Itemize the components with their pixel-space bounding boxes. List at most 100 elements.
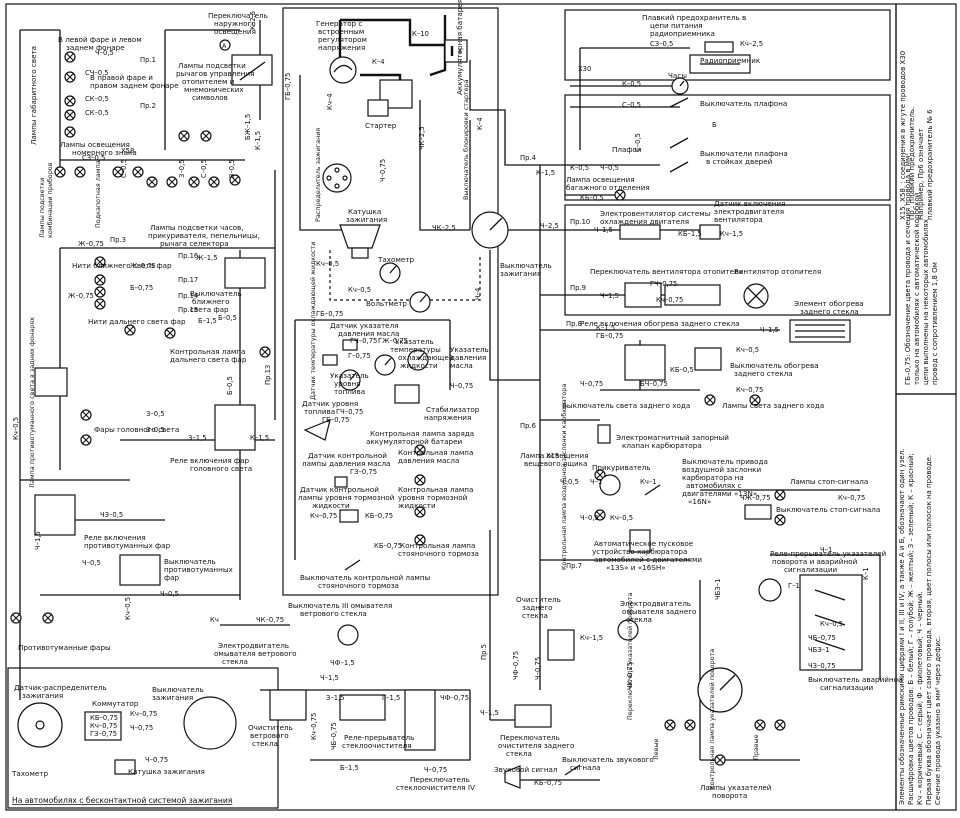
mB-text: Б xyxy=(712,121,717,129)
x15-text: X15 xyxy=(546,452,559,460)
l-oil-ind2-text: давления xyxy=(450,353,486,362)
l-stop-lamps-text: Лампы стоп-сигнала xyxy=(790,477,868,486)
pr17-text: Пр.17 xyxy=(178,276,198,284)
lamp-icon xyxy=(54,166,66,178)
l-outer-switch2-text: наружного xyxy=(214,19,256,28)
lamp-icon xyxy=(74,166,86,178)
l-right-text: Правые xyxy=(752,734,760,760)
foot-5-text: Сечение провода указано в мм² через дефи… xyxy=(934,636,942,805)
l-dome-text: Плафон xyxy=(612,145,642,154)
l-rear-wiper-switch2-text: очистителя заднего xyxy=(498,741,574,750)
l-choke-switch2-text: воздушной заслонки xyxy=(682,465,762,474)
auto-start-device xyxy=(629,529,651,553)
l-fan-motor2-text: охлаждения двигателя xyxy=(600,217,689,226)
l-oil-sensor-text: Датчик указателя xyxy=(330,321,399,330)
l-heater-switch-text: Переключатель вентилятора отопителя xyxy=(590,267,743,276)
w-k15-text: К–1,5 xyxy=(254,131,262,150)
l-door-switches2-text: в стойках дверей xyxy=(706,157,773,166)
w-kch15-text: Кч–1,5 xyxy=(580,634,603,642)
fog-rear-switch[interactable] xyxy=(34,367,68,397)
lamp-icon xyxy=(42,612,54,624)
turn-switch[interactable] xyxy=(697,667,743,713)
l-wiper2-text: ветрового xyxy=(250,731,289,740)
l-trunk-lamp2-text: багажного отделения xyxy=(566,183,650,192)
w-b05-text: Б–0,5 xyxy=(218,314,237,322)
l-high-ctrl-text: Контрольная лампа xyxy=(170,347,245,356)
fog-switch[interactable] xyxy=(119,554,161,586)
lamp-icon xyxy=(749,394,761,406)
l-heater-fan-text: Вентилятор отопителя xyxy=(734,267,821,276)
w-ch4-text: Ч–4 xyxy=(474,288,482,300)
l-number-lamps2-text: номерного знака xyxy=(72,148,137,157)
lamp-icon xyxy=(188,176,200,188)
l-brake-lamp3-text: жидкости xyxy=(398,501,436,510)
pr9-text: Пр.9 xyxy=(570,284,586,292)
l-trunk-lamp-text: Лампа освещения xyxy=(566,175,635,184)
clock xyxy=(671,77,689,95)
w-gb075-text: ГБ–0,75 xyxy=(322,416,349,424)
w-kch075-text: Кч–0,75 xyxy=(736,386,763,394)
w-ch05-text: Ч–0,5 xyxy=(82,559,101,567)
foot-3-text: Кч – коричневый; С – серый; Ф – фиолетов… xyxy=(916,591,924,805)
w-gch075-text: ГЧ–0,75 xyxy=(350,337,377,345)
ign-coil-b xyxy=(114,759,136,775)
marker-a xyxy=(219,39,231,51)
l-horn-switch-text: Выключатель звукового xyxy=(562,755,654,764)
l-fuel-ind3-text: топлива xyxy=(334,387,365,396)
l-horn-text: Звуковой сигнал xyxy=(494,765,558,774)
rear-wiper-switch[interactable] xyxy=(514,704,552,728)
l-fuel-ind-text: Указатель xyxy=(330,371,369,380)
horn-switch[interactable] xyxy=(564,764,581,776)
l-head-relay2-text: головного света xyxy=(190,464,252,473)
w-ch075-text: Ч–0,75 xyxy=(580,380,603,388)
wiper-switch[interactable] xyxy=(404,689,436,751)
oil-indicator xyxy=(407,349,429,371)
outer-switch[interactable] xyxy=(231,54,273,86)
l-clock-text: Часы xyxy=(668,71,687,80)
low-beam-switch[interactable] xyxy=(224,257,266,289)
l-fog-switch2-text: противотуманных xyxy=(164,565,233,574)
l-dist-sensor2-text: зажигания xyxy=(22,691,63,700)
pr3-text: Пр.3 xyxy=(110,236,126,244)
w-gz05-text: ГЗ–0,75 xyxy=(350,468,377,476)
w-sk05-text: СК–0,5 xyxy=(85,95,109,103)
l-temp-sensor-text: Датчик температуры охлаждающей жидкости xyxy=(309,242,317,400)
marker-a-label: А xyxy=(222,42,227,50)
ignition-switch[interactable] xyxy=(471,211,509,249)
w-kch075-text: Кч–0,75 xyxy=(130,710,157,718)
l-brake-sensor3-text: жидкости xyxy=(312,501,350,510)
hazard-switch[interactable] xyxy=(799,574,863,671)
w-kb075-text: КБ–0,75 xyxy=(374,542,402,550)
l-wiper-relay2-text: стеклоочистителя xyxy=(342,741,412,750)
rear-heat-switch[interactable] xyxy=(694,347,722,371)
lamp-icon xyxy=(414,534,426,546)
l-glove-lamp-text: Лампа освещения xyxy=(520,451,589,460)
l-turn-relay2-text: поворота и аварийной xyxy=(772,557,858,566)
l-hood-lamp-text: Подкапотная лампа xyxy=(94,160,102,228)
l-rear-heat-relay-text: Реле включения обогрева заднего стекла xyxy=(580,319,740,328)
l-ign-coil2-text: зажигания xyxy=(346,215,387,224)
w-g1-text: Г–1 xyxy=(788,582,800,590)
w-z15-text: З–1,5 xyxy=(326,694,345,702)
l-low-beam-text: Нити ближнего света фар xyxy=(72,261,172,270)
lamp-icon xyxy=(94,298,106,310)
l-choke-switch5-text: двигателями «13N», xyxy=(682,489,760,498)
l-temp-ind-text: Указатель xyxy=(395,337,434,346)
temp-sensor xyxy=(322,354,338,366)
w-kch15-text: Кч–1,5 xyxy=(720,230,743,238)
l-right-front-rear2-text: правом заднем фонаре xyxy=(90,81,179,90)
l-tacho-text: Тахометр xyxy=(377,255,414,264)
l-battery-text: Аккумуляторная батарея xyxy=(455,0,464,95)
w-z05-text: З–0,5 xyxy=(178,159,186,178)
l-fog-switch-text: Выключатель xyxy=(164,557,216,566)
w-kch075-text: Кч–0,75 xyxy=(838,494,865,502)
heater-switch[interactable] xyxy=(624,282,662,308)
l-temp-ind3-text: охлаждающей xyxy=(398,353,454,362)
foot-2-text: Расшифровка цветов проводов: Б – белый; … xyxy=(907,453,915,805)
l-outer-switch3-text: освещения xyxy=(214,27,256,36)
l-rear-heat-elem-text: Элемент обогрева xyxy=(794,299,864,308)
radio xyxy=(689,54,751,74)
l-ign-switch-b2-text: зажигания xyxy=(152,693,193,702)
w-k1-text: К–1 xyxy=(862,567,870,580)
wiper-relay xyxy=(339,694,386,721)
